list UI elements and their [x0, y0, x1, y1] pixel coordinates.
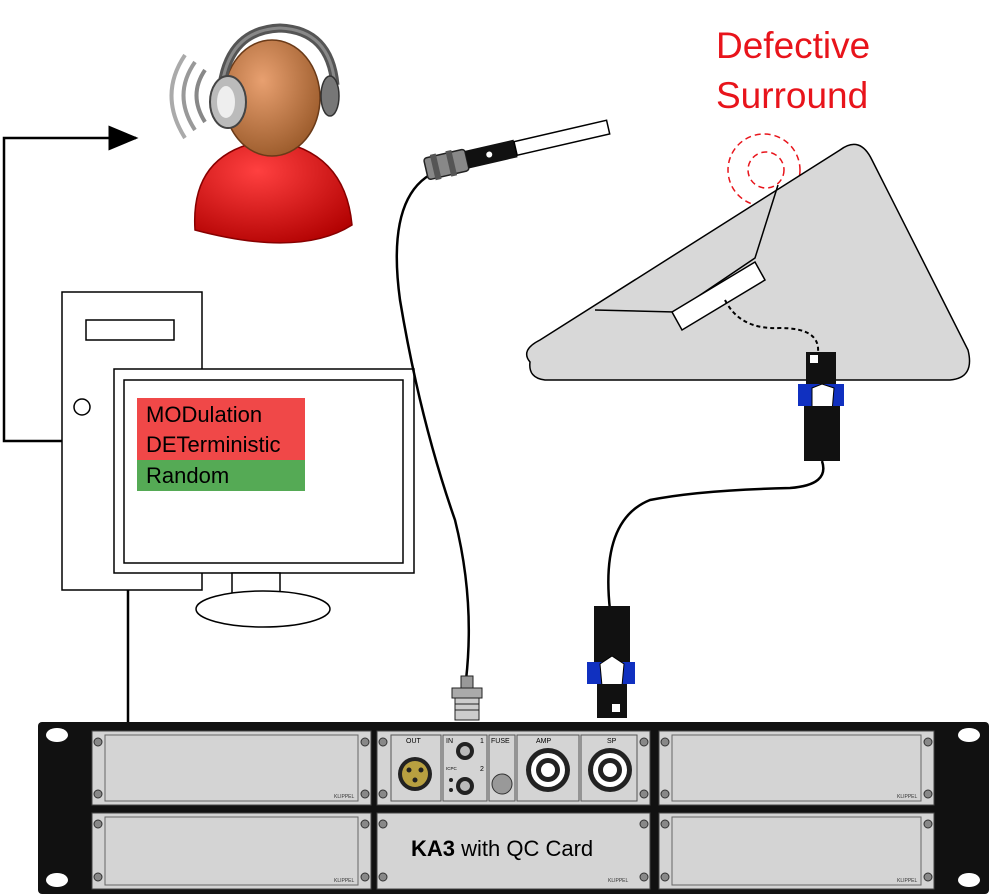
classification-list: MODulation DETerministic Random — [137, 398, 305, 491]
rack-title: KA3 with QC Card — [411, 836, 593, 861]
rack-blank-panel: KLIPPEL — [91, 730, 372, 806]
sp-label: SP — [607, 738, 617, 745]
classification-label-modulation: MODulation — [146, 402, 262, 427]
monitor-icon: MODulation DETerministic Random — [113, 368, 415, 628]
classification-label-random: Random — [146, 463, 229, 488]
rack-blank-panel: KLIPPEL — [658, 812, 935, 890]
rack-blank-panel: KLIPPEL — [658, 730, 935, 806]
classification-row-modulation — [137, 398, 305, 428]
ka3-title-panel: KA3 with QC Card KLIPPEL — [376, 812, 651, 890]
out-label: OUT — [406, 738, 422, 745]
brand-label: KLIPPEL — [897, 794, 918, 800]
rack-blank-panel: KLIPPEL — [91, 812, 372, 890]
ka3-rack-unit: KLIPPEL KLIPPEL KLIPPEL KLIPPEL — [38, 722, 989, 894]
speakon-plug-speaker-icon — [798, 352, 844, 461]
channel-2-label: 2 — [480, 766, 484, 773]
pc-to-listener-cable — [2, 125, 139, 443]
brand-label: KLIPPEL — [334, 878, 355, 884]
headphones-person-icon — [169, 23, 353, 244]
rack-title-model: KA3 — [411, 836, 455, 861]
loudspeaker-cross-section-icon — [525, 143, 971, 381]
icpc-label: ICPC — [446, 766, 458, 771]
qc-connector-panel: OUT IN 1 2 ICPC FUSE AMP SP — [376, 730, 651, 806]
brand-label: KLIPPEL — [897, 878, 918, 884]
defect-annotation-line1: Defective — [716, 25, 870, 66]
classification-row-deterministic — [137, 428, 305, 460]
fuse-label: FUSE — [491, 738, 510, 745]
rack-title-description: with QC Card — [455, 836, 593, 861]
fuse-holder[interactable] — [491, 773, 513, 795]
brand-label: KLIPPEL — [608, 878, 629, 884]
measurement-microphone-icon — [423, 119, 611, 181]
classification-row-random — [137, 460, 305, 491]
defect-marker-icon — [727, 133, 801, 207]
brand-label: KLIPPEL — [334, 794, 355, 800]
defect-annotation-line2: Surround — [716, 75, 868, 116]
microphone-cable — [395, 168, 471, 681]
speaker-cable — [607, 460, 825, 611]
in-label: IN — [446, 738, 453, 745]
classification-label-deterministic: DETerministic — [146, 432, 280, 457]
bnc-connector-icon — [451, 675, 483, 721]
speakon-plug-rack-icon — [587, 606, 635, 718]
channel-1-label: 1 — [480, 738, 484, 745]
amp-label: AMP — [536, 738, 552, 745]
